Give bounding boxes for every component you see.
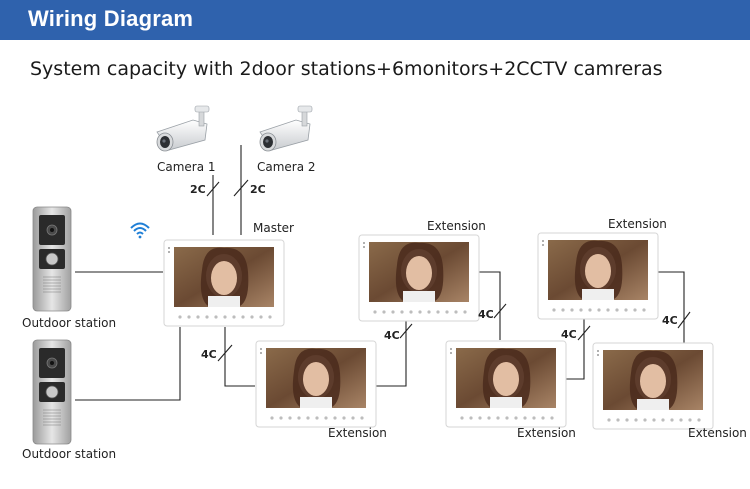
monitor-extension-2	[358, 234, 480, 322]
camera-2-label: Camera 2	[257, 160, 316, 174]
monitor-icon	[445, 340, 567, 428]
wire-label-4c: 4C	[478, 308, 494, 321]
monitor-icon	[592, 342, 714, 430]
outdoor-station-1	[32, 206, 72, 312]
camera-1	[156, 105, 210, 152]
header-bar: Wiring Diagram	[0, 0, 750, 40]
wire-ext1-ext2	[375, 320, 407, 387]
diagram-subtitle: System capacity with 2door stations+6mon…	[30, 58, 663, 80]
door-station-icon	[32, 206, 72, 312]
wire-ext3-ext4	[566, 318, 585, 380]
wifi-icon	[130, 222, 150, 239]
camera-1-label: Camera 1	[157, 160, 216, 174]
monitor-extension-4	[537, 232, 659, 320]
wire-outdoor2	[75, 327, 181, 401]
page-title: Wiring Diagram	[28, 6, 194, 31]
wire-label-2c: 2C	[250, 183, 266, 196]
wire-master-ext1	[224, 327, 255, 387]
wire-label-4c: 4C	[662, 314, 678, 327]
extension-label: Extension	[328, 426, 387, 440]
monitor-extension-3	[445, 340, 567, 428]
wire-mark	[493, 303, 507, 319]
monitor-icon	[537, 232, 659, 320]
extension-label: Extension	[608, 217, 667, 231]
monitor-extension-5	[592, 342, 714, 430]
outdoor-station-2	[32, 339, 72, 445]
wire-mark	[206, 181, 220, 197]
wire-label-4c: 4C	[561, 328, 577, 341]
outdoor-station-2-label: Outdoor station	[22, 447, 116, 461]
wire-mark	[233, 179, 249, 197]
wire-ext2-ext3	[478, 271, 501, 340]
wire-label-4c: 4C	[201, 348, 217, 361]
monitor-icon	[358, 234, 480, 322]
cctv-camera-icon	[259, 105, 313, 152]
wire-mark	[677, 311, 691, 329]
extension-label: Extension	[427, 219, 486, 233]
wire-mark	[217, 344, 233, 362]
wire-mark	[399, 323, 413, 339]
wire-mark	[577, 325, 591, 341]
cctv-camera-icon	[156, 105, 210, 152]
extension-label: Extension	[517, 426, 576, 440]
wire-label-4c: 4C	[384, 329, 400, 342]
wire-label-2c: 2C	[190, 183, 206, 196]
monitor-icon	[163, 239, 285, 327]
outdoor-station-1-label: Outdoor station	[22, 316, 116, 330]
extension-label: Extension	[688, 426, 747, 440]
master-label: Master	[253, 221, 294, 235]
door-station-icon	[32, 339, 72, 445]
wire-marks	[206, 179, 691, 362]
monitor-extension-1	[255, 340, 377, 428]
monitor-icon	[255, 340, 377, 428]
camera-2	[259, 105, 313, 152]
monitor-master	[163, 239, 285, 327]
